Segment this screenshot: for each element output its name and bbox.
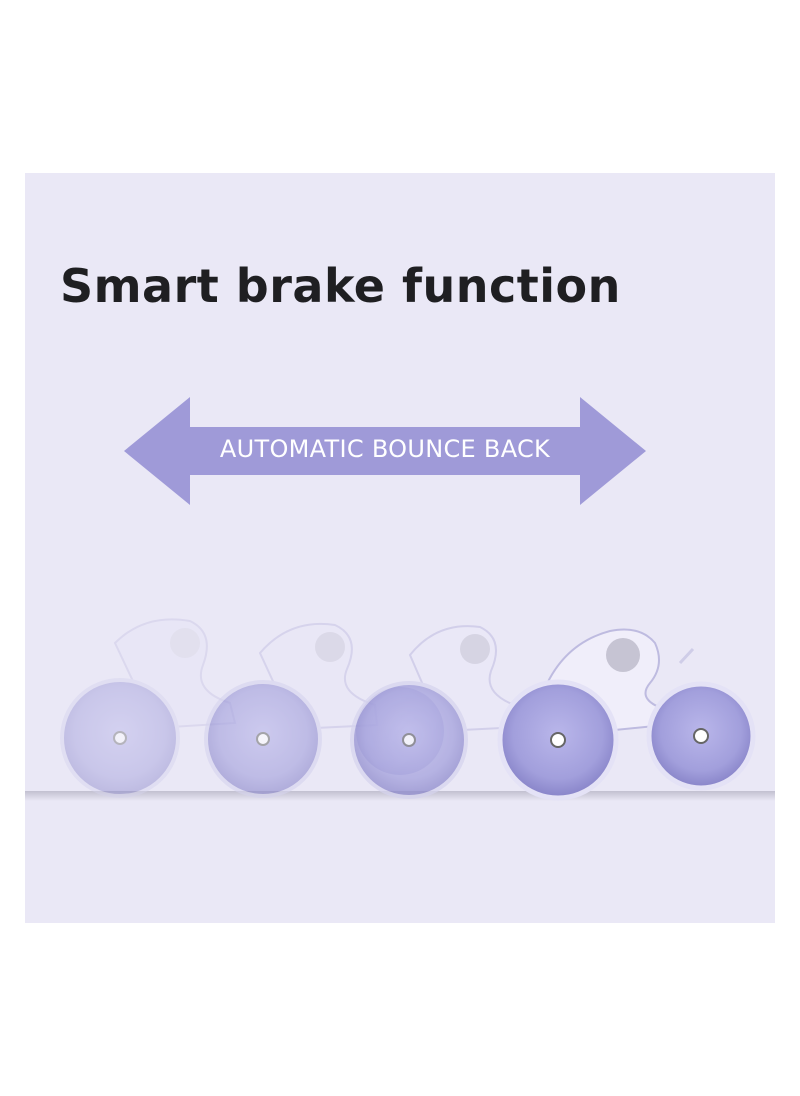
roller-sequence-illustration [25, 618, 775, 801]
headline: Smart brake function [60, 259, 621, 313]
roller-frame-1 [60, 618, 237, 798]
double-arrow-icon [124, 397, 646, 505]
roller-frame-4 [497, 628, 756, 801]
arrow-label: AUTOMATIC BOUNCE BACK [219, 435, 551, 463]
product-panel: Smart brake function AUTOMATIC BOUNCE BA… [25, 173, 775, 923]
